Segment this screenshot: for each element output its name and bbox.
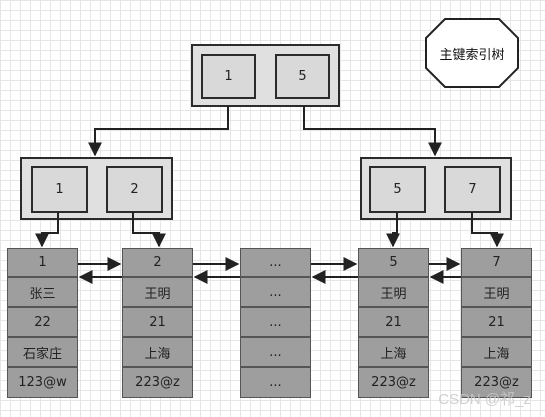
branch-node-left: 1 2 [20,157,173,220]
leaf-cell: ... [240,337,311,367]
leaf-cell: ... [240,248,311,277]
leaf-cell: 上海 [358,337,429,367]
leaf-cell: 5 [358,248,429,277]
root-key-1: 1 [201,54,256,99]
legend-label: 主键索引树 [439,47,505,63]
edge-root-to-left [88,106,229,157]
leaf-cell: ... [240,277,311,307]
leaf-cell: 1 [7,248,78,277]
leaf-cell: 21 [461,307,532,337]
leaf-cell: 王明 [122,277,193,307]
leaf-cell: 2 [122,248,193,277]
branch-left-key-2: 2 [106,166,163,213]
legend-octagon [425,18,519,88]
edge-right-to-leaf-7 [471,212,504,248]
leaf-cell: 21 [358,307,429,337]
leaf-cell: 21 [122,307,193,337]
root-key-2: 5 [275,54,330,99]
branch-left-key-1: 1 [31,166,88,213]
leaf-cell: 王明 [358,277,429,307]
leaf-cell: 223@z [358,367,429,398]
watermark: CSDN @祁_z [438,391,531,408]
root-node: 1 5 [191,44,340,107]
leaf-cell: 上海 [122,337,193,367]
leaf-cell: 上海 [461,337,532,367]
edge-left-to-leaf-1 [35,212,59,248]
edge-root-to-right [303,106,442,157]
leaf-cell: 石家庄 [7,337,78,367]
leaf-cell: 223@z [461,367,532,398]
edge-right-to-leaf-5 [386,212,400,248]
leaf-cell: 123@w [7,367,78,398]
leaf-cell: 张三 [7,277,78,307]
leaf-cell: ... [240,367,311,398]
leaf-cell: ... [240,307,311,337]
leaf-cell: 223@z [122,367,193,398]
branch-node-right: 5 7 [360,157,512,220]
leaf-cell: 王明 [461,277,532,307]
leaf-cell: 7 [461,248,532,277]
edge-left-to-leaf-2 [132,212,166,248]
leaf-cell: 22 [7,307,78,337]
